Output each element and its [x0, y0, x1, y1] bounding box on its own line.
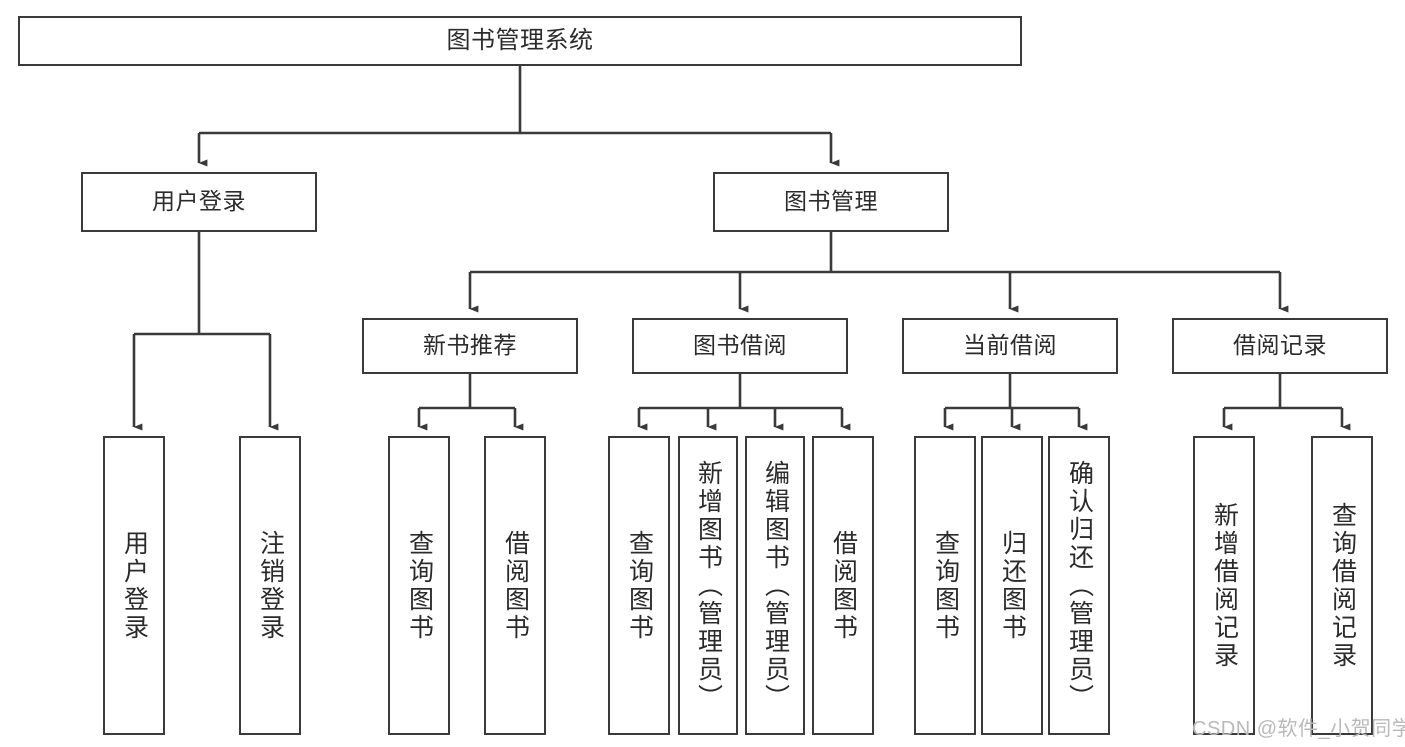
leaf-borrow-add-book-admin[interactable]: 新增图书（管理员） — [678, 436, 738, 735]
leaf-user-login-logout[interactable]: 注销登录 — [239, 436, 301, 735]
node-label: 当前借阅 — [963, 332, 1057, 359]
node-root-system[interactable]: 图书管理系统 — [18, 16, 1022, 66]
node-label: 查询图书 — [625, 529, 654, 642]
node-label: 借阅图书 — [501, 529, 530, 642]
leaf-record-add-record[interactable]: 新增借阅记录 — [1193, 436, 1255, 735]
node-user-login[interactable]: 用户登录 — [81, 172, 317, 232]
leaf-current-query-book[interactable]: 查询图书 — [914, 436, 976, 735]
node-current-borrow[interactable]: 当前借阅 — [902, 318, 1118, 374]
node-label: 图书管理 — [784, 188, 878, 215]
leaf-borrow-edit-book-admin[interactable]: 编辑图书（管理员） — [745, 436, 805, 735]
node-label: 借阅图书 — [829, 529, 858, 642]
node-label: 用户登录 — [120, 529, 149, 642]
leaf-current-confirm-return-admin[interactable]: 确认归还（管理员） — [1048, 436, 1110, 735]
node-label: 新书推荐 — [423, 332, 517, 359]
node-book-borrow[interactable]: 图书借阅 — [632, 318, 848, 374]
node-label: 归还图书 — [998, 529, 1027, 642]
node-label: 确认归还（管理员） — [1065, 459, 1094, 712]
node-borrow-record[interactable]: 借阅记录 — [1172, 318, 1388, 374]
node-label: 图书管理系统 — [446, 26, 594, 54]
node-label: 查询图书 — [405, 529, 434, 642]
leaf-borrow-borrow-book[interactable]: 借阅图书 — [812, 436, 874, 735]
node-label: 用户登录 — [152, 188, 246, 215]
node-book-management[interactable]: 图书管理 — [713, 172, 949, 232]
watermark: CSDN @软件_小贺同学 — [1192, 718, 1405, 740]
leaf-current-return-book[interactable]: 归还图书 — [981, 436, 1043, 735]
node-label: 新增图书（管理员） — [694, 459, 723, 712]
leaf-borrow-query-book[interactable]: 查询图书 — [608, 436, 670, 735]
leaf-recommend-query-book[interactable]: 查询图书 — [388, 436, 450, 735]
node-label: 查询图书 — [931, 529, 960, 642]
node-label: 图书借阅 — [693, 332, 787, 359]
node-label: 注销登录 — [256, 529, 285, 642]
leaf-user-login-login[interactable]: 用户登录 — [103, 436, 165, 735]
node-label: 借阅记录 — [1233, 332, 1327, 359]
node-new-book-recommend[interactable]: 新书推荐 — [362, 318, 578, 374]
node-label: 编辑图书（管理员） — [761, 459, 790, 712]
node-label: 查询借阅记录 — [1328, 501, 1357, 670]
node-label: 新增借阅记录 — [1210, 501, 1239, 670]
leaf-record-query-record[interactable]: 查询借阅记录 — [1311, 436, 1373, 735]
leaf-recommend-borrow-book[interactable]: 借阅图书 — [484, 436, 546, 735]
